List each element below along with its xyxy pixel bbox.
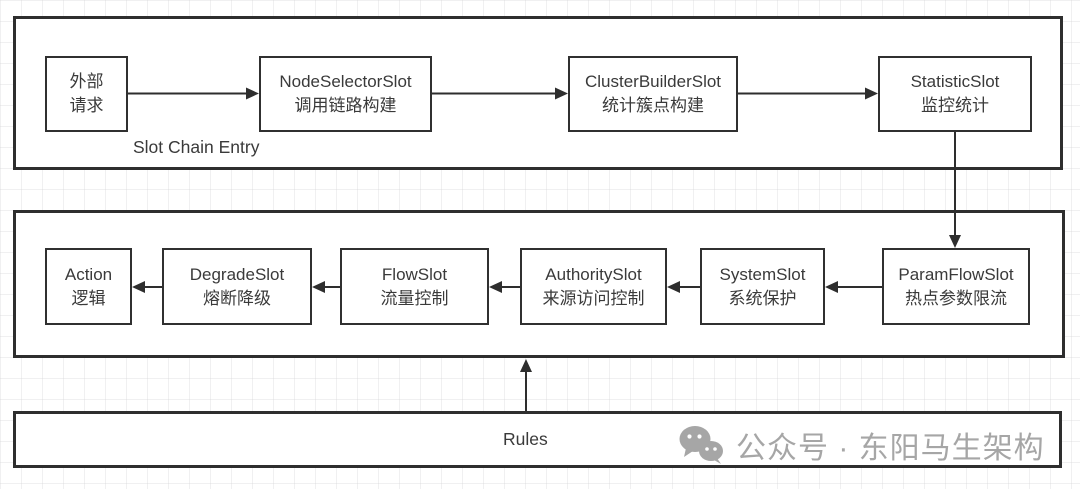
node-external-request: 外部 请求 bbox=[45, 56, 128, 132]
node-action: Action 逻辑 bbox=[45, 248, 132, 325]
node-degrade-slot: DegradeSlot 熔断降级 bbox=[162, 248, 312, 325]
arrow-cluster-builder-slot-to-statistic-slot bbox=[738, 87, 878, 100]
node-label: 调用链路构建 bbox=[294, 96, 397, 115]
node-label: SystemSlot bbox=[719, 264, 806, 284]
node-label: 请求 bbox=[69, 96, 104, 115]
rules-label: Rules bbox=[503, 429, 548, 449]
arrow-rules-to-slot-chain bbox=[520, 359, 532, 411]
wechat-icon bbox=[679, 426, 723, 464]
node-flow-slot: FlowSlot 流量控制 bbox=[340, 248, 489, 325]
node-label: FlowSlot bbox=[381, 264, 448, 284]
arrow-statistic-slot-to-param-flow-slot bbox=[949, 132, 961, 248]
node-label: StatisticSlot bbox=[910, 72, 1000, 91]
node-label: 逻辑 bbox=[71, 288, 106, 308]
node-label: 流量控制 bbox=[380, 288, 449, 308]
arrow-authority-slot-to-flow-slot bbox=[489, 281, 520, 293]
node-authority-slot: AuthoritySlot 来源访问控制 bbox=[520, 248, 667, 325]
arrow-degrade-slot-to-action bbox=[132, 281, 162, 293]
slot-chain-entry-label: Slot Chain Entry bbox=[133, 137, 260, 157]
arrow-flow-slot-to-degrade-slot bbox=[312, 281, 340, 293]
node-label: ParamFlowSlot bbox=[898, 264, 1014, 284]
node-label: 来源访问控制 bbox=[542, 288, 645, 308]
node-system-slot: SystemSlot 系统保护 bbox=[700, 248, 825, 325]
node-label: ClusterBuilderSlot bbox=[584, 72, 722, 91]
node-statistic-slot: StatisticSlot 监控统计 bbox=[878, 56, 1032, 132]
node-label: AuthoritySlot bbox=[545, 264, 642, 284]
node-node-selector-slot: NodeSelectorSlot 调用链路构建 bbox=[259, 56, 432, 132]
node-cluster-builder-slot: ClusterBuilderSlot 统计簇点构建 bbox=[568, 56, 738, 132]
arrow-param-flow-slot-to-system-slot bbox=[825, 281, 882, 293]
watermark: 公众号 · 东阳马生架构 bbox=[678, 423, 1045, 467]
arrow-node-selector-slot-to-cluster-builder-slot bbox=[432, 87, 568, 100]
node-label: 熔断降级 bbox=[203, 288, 271, 308]
node-label: 统计簇点构建 bbox=[602, 96, 704, 115]
watermark-text: 公众号 · 东阳马生架构 bbox=[736, 432, 1045, 465]
node-label: Action bbox=[64, 264, 113, 284]
node-label: NodeSelectorSlot bbox=[279, 72, 412, 91]
rules-container bbox=[13, 411, 1062, 468]
node-param-flow-slot: ParamFlowSlot 热点参数限流 bbox=[882, 248, 1030, 325]
arrow-external-request-to-node-selector-slot bbox=[127, 87, 259, 100]
node-label: 外部 bbox=[69, 72, 104, 91]
node-label: 系统保护 bbox=[728, 288, 797, 308]
node-label: 热点参数限流 bbox=[905, 288, 1007, 308]
node-label: DegradeSlot bbox=[189, 264, 285, 284]
node-label: 监控统计 bbox=[921, 96, 989, 115]
arrow-system-slot-to-authority-slot bbox=[667, 281, 700, 293]
